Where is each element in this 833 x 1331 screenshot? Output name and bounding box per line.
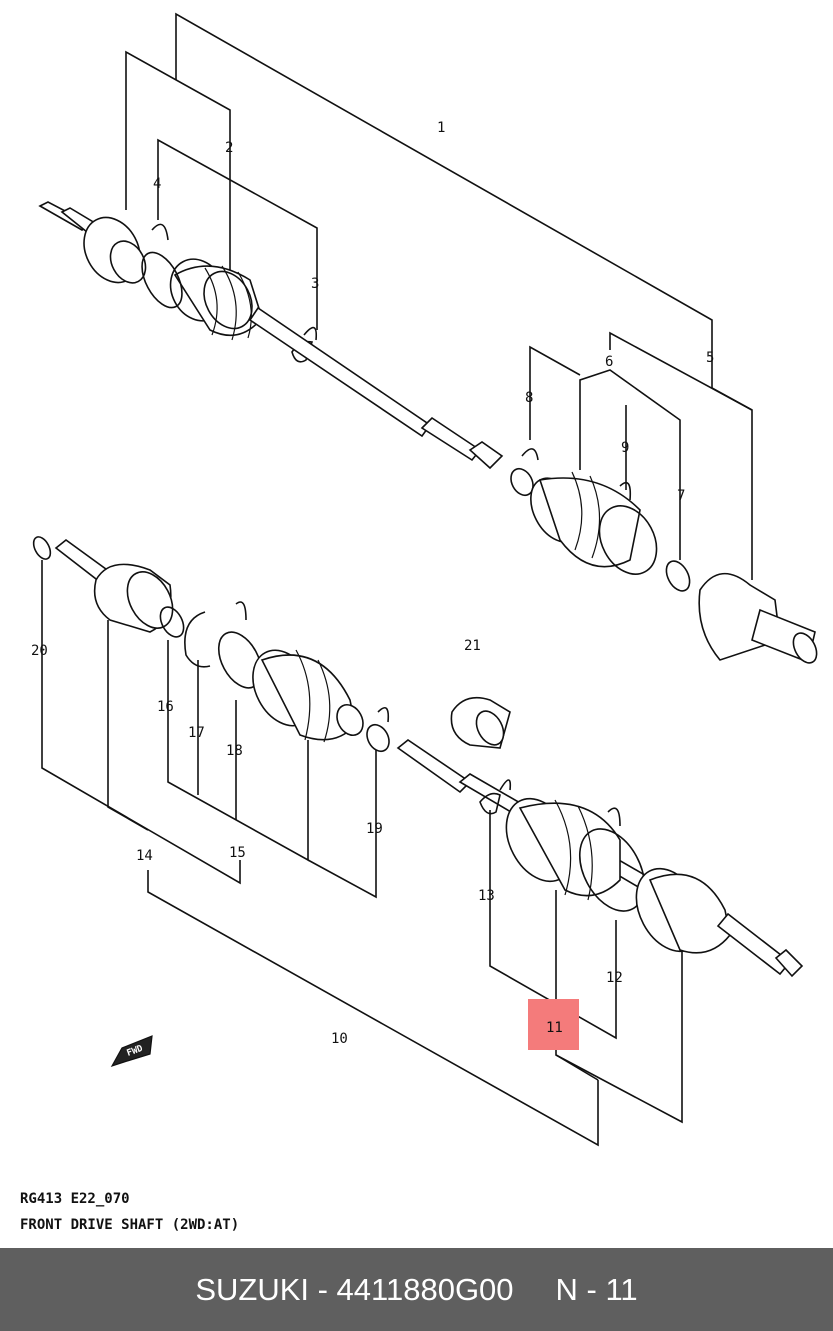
upper-inner-joint-housing	[698, 572, 818, 664]
diagram-caption: RG413 E22_070 FRONT DRIVE SHAFT (2WD:AT)	[20, 1186, 239, 1238]
callout-11: 11	[546, 1020, 563, 1036]
callout-18: 18	[226, 743, 243, 759]
callout-21: 21	[464, 638, 481, 654]
callout-19: 19	[366, 821, 383, 837]
callout-13: 13	[478, 888, 495, 904]
callout-17: 17	[188, 725, 205, 741]
callout-16: 16	[157, 699, 174, 715]
callout-2: 2	[225, 140, 233, 156]
position-reference: N - 11	[555, 1271, 638, 1307]
upper-axle-shaft	[248, 306, 504, 470]
callout-3: 3	[311, 276, 319, 292]
upper-ring-7	[665, 560, 691, 592]
lower-snap-ring-20	[32, 536, 52, 560]
upper-clamp-8	[510, 448, 539, 497]
callout-20: 20	[31, 643, 48, 659]
callout-7: 7	[677, 488, 685, 504]
lower-boot-inner	[252, 649, 364, 743]
callout-10: 10	[331, 1031, 348, 1047]
callout-9: 9	[621, 440, 629, 456]
callout-1: 1	[437, 120, 445, 136]
callout-14: 14	[136, 848, 153, 864]
lower-ring-16	[159, 606, 185, 638]
upper-clamp-4	[141, 223, 183, 309]
callout-8: 8	[525, 390, 533, 406]
footer-bar: SUZUKI - 4411880G00 N - 11	[0, 1248, 833, 1331]
lower-leader-lines	[41, 560, 683, 1147]
upper-outer-joint	[38, 201, 147, 284]
diagram-title: FRONT DRIVE SHAFT (2WD:AT)	[20, 1217, 240, 1233]
callout-4: 4	[153, 176, 161, 192]
lower-inner-joint	[54, 538, 174, 633]
lower-boot-outer	[505, 797, 646, 912]
bearing-21	[450, 696, 511, 749]
diagram-code: RG413 E22_070	[20, 1191, 130, 1207]
fwd-direction-arrow: FWD	[110, 1035, 153, 1068]
callout-5: 5	[706, 350, 714, 366]
lower-outer-joint	[635, 867, 804, 978]
callout-11-highlight	[528, 999, 579, 1050]
lower-clamp-13	[479, 779, 512, 815]
part-number: SUZUKI - 4411880G00	[195, 1271, 514, 1307]
callout-12: 12	[606, 970, 623, 986]
upper-boot-outer	[169, 258, 263, 341]
lower-clamp-19	[366, 706, 390, 753]
exploded-parts-diagram: FWD 1 2 3 4 5 6 7 8 9 10 11 12 13 14 15 …	[31, 12, 818, 1147]
callout-labels: 1 2 3 4 5 6 7 8 9 10 11 12 13 14 15 16 1…	[31, 120, 714, 1047]
callout-15: 15	[229, 845, 246, 861]
upper-leader-lines	[125, 12, 753, 580]
callout-6: 6	[605, 354, 613, 370]
upper-boot-inner	[530, 471, 658, 575]
lower-circlip-17	[184, 611, 211, 668]
